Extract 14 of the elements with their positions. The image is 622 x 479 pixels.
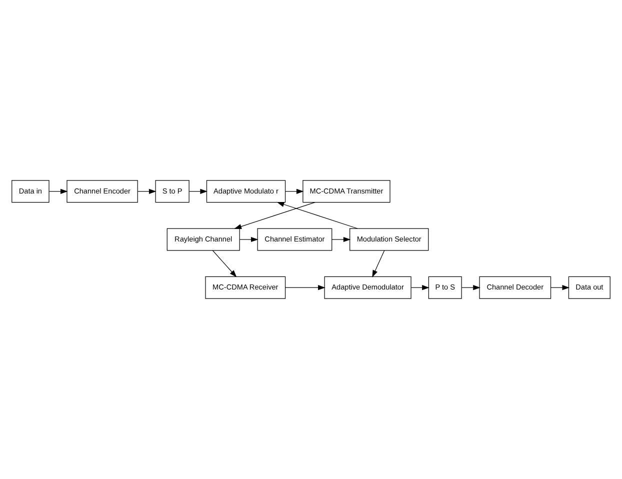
- arrow: [189, 188, 208, 194]
- arrow: [285, 188, 304, 194]
- arrow: [550, 285, 570, 290]
- arrow: [239, 236, 258, 242]
- arrow: [285, 285, 326, 290]
- arrow: [372, 250, 385, 278]
- arrow: [462, 285, 480, 290]
- arrow: [410, 285, 430, 290]
- arrow: [234, 202, 316, 229]
- arrow: [332, 236, 351, 242]
- arrow: [212, 250, 237, 278]
- arrow: [276, 202, 358, 229]
- arrow: [138, 188, 156, 194]
- arrow: [48, 188, 68, 194]
